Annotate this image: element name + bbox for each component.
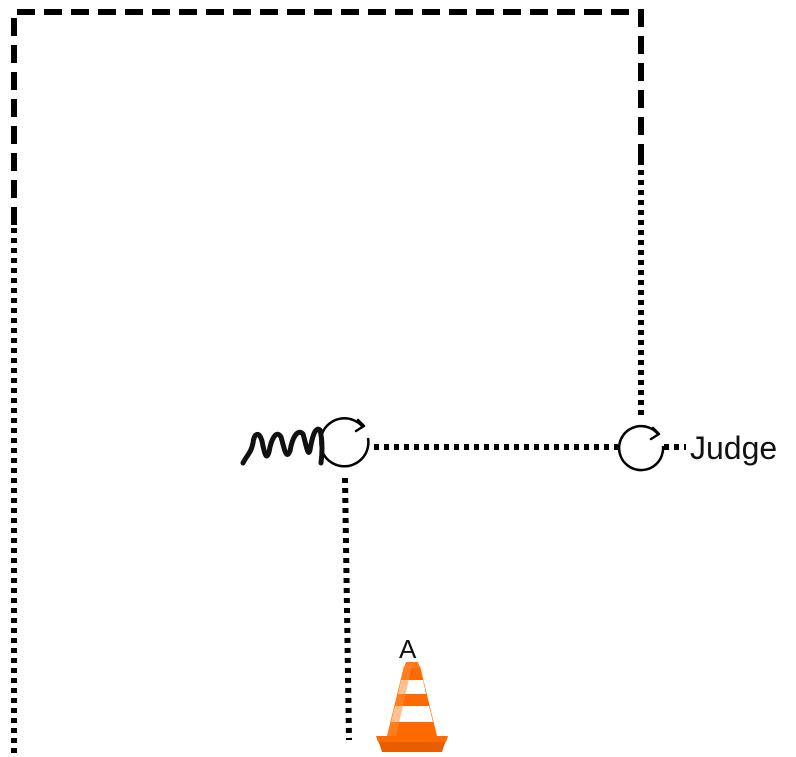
dotted-path bbox=[11, 160, 686, 755]
traffic-cone-icon bbox=[376, 662, 448, 752]
circle-arrow-icon bbox=[617, 424, 665, 472]
judge-label: Judge bbox=[690, 430, 778, 466]
cone-label: A bbox=[399, 634, 417, 664]
circle-arrow-icon bbox=[319, 417, 370, 468]
serpentine-icon bbox=[240, 426, 325, 466]
dashed-path bbox=[11, 9, 644, 225]
